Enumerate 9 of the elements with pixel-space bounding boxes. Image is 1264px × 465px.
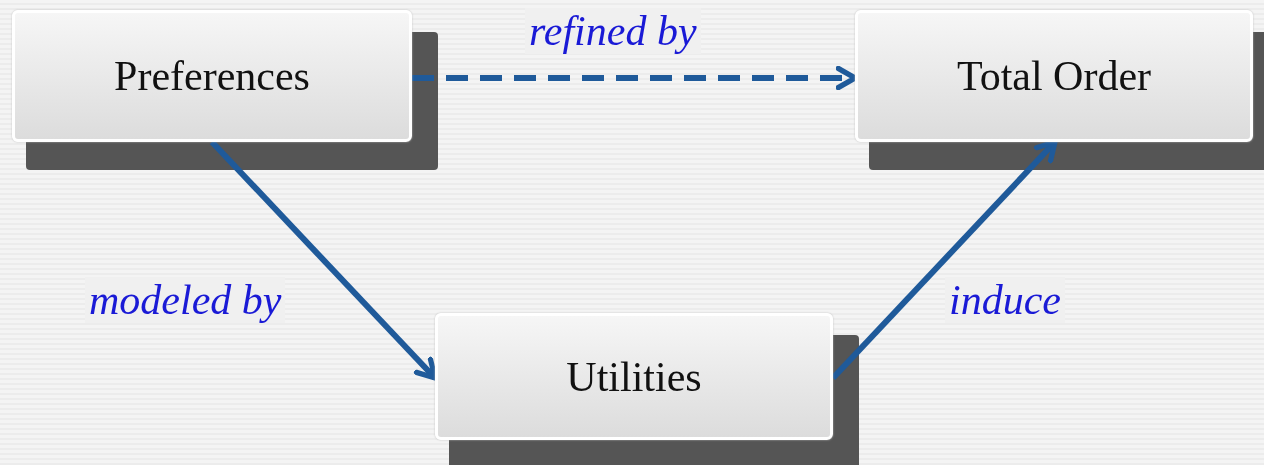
node-label: Preferences (114, 52, 310, 100)
node-label: Utilities (566, 352, 702, 401)
process-box (435, 313, 833, 440)
edge-label: modeled by (85, 277, 286, 324)
node-label: Total Order (956, 52, 1152, 100)
process-box (12, 10, 412, 142)
edge-label: induce (945, 277, 1065, 324)
edge-label: refined by (525, 8, 701, 55)
process-box (855, 10, 1253, 142)
